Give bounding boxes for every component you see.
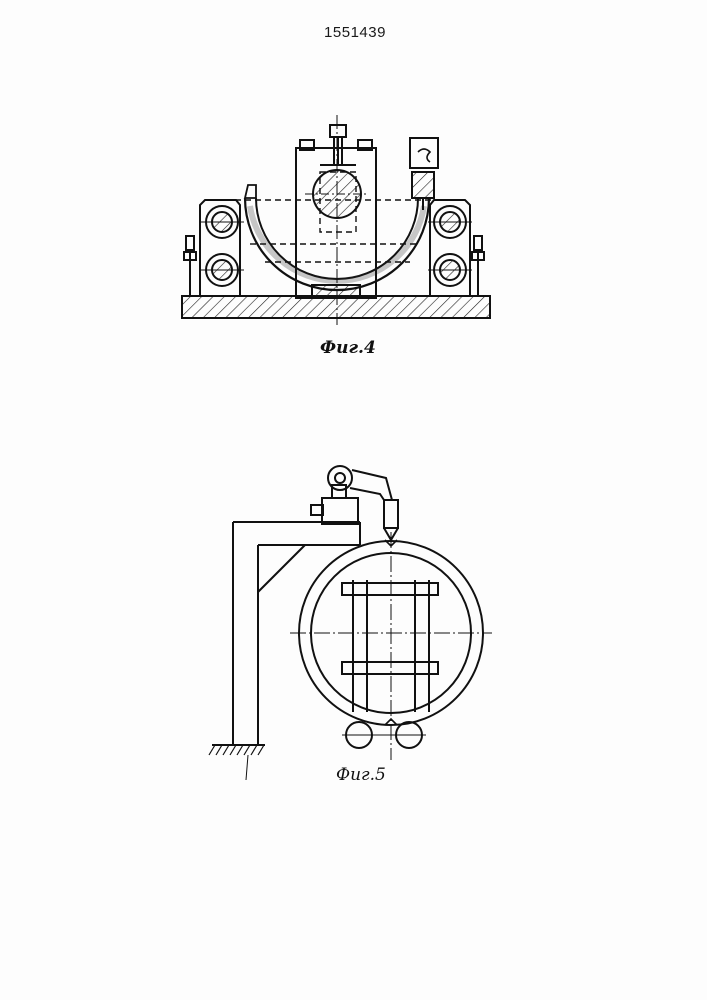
right-rollers [428, 200, 484, 296]
welding-carriage [311, 466, 398, 540]
inner-frame [342, 580, 438, 712]
figure-5-caption: Фиг.5 [336, 765, 386, 785]
left-rollers [184, 200, 244, 296]
support-rollers [342, 722, 426, 748]
figure-5 [209, 466, 492, 780]
figure-4-caption: Фиг.4 [320, 338, 376, 358]
figure-4 [182, 115, 490, 325]
gantry-column [209, 522, 360, 780]
base-plate [182, 296, 490, 318]
